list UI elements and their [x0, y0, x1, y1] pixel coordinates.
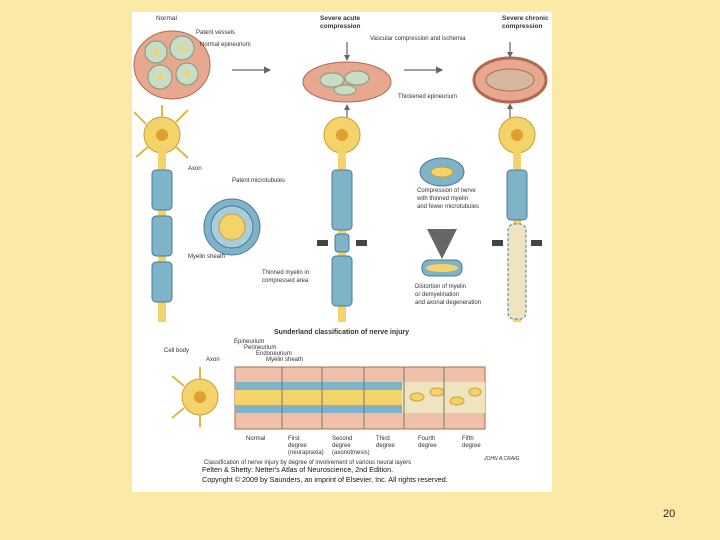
label-distortion-2: or demyelination	[415, 292, 459, 298]
degree-1-line2: degree	[288, 443, 307, 449]
degree-5-line1: Fifth	[462, 436, 474, 442]
degree-2-line2: degree	[332, 443, 351, 449]
credit-line-2: Copyright © 2009 by Saunders, an imprint…	[202, 475, 448, 484]
normal-nerve-cross-section	[133, 30, 211, 100]
label-endoneurium: Endoneurium	[256, 351, 292, 357]
label-axon: Axon	[188, 166, 202, 172]
label-severe-chronic-1: Severe chronic	[502, 15, 549, 22]
label-severe-acute-2: compression	[320, 23, 360, 30]
label-vascular-compression: Vascular compression and ischemia	[370, 36, 466, 42]
figure-credit: Felten & Shetty: Netter's Atlas of Neuro…	[202, 465, 542, 485]
sunderland-caption: Classification of nerve injury by degree…	[204, 460, 411, 466]
degree-2-line1: Second	[332, 436, 352, 442]
label-distortion-3: and axonal degeneration	[415, 300, 481, 306]
label-severe-chronic-2: compression	[502, 23, 542, 30]
figure-drawing: Normal Patent vessels Normal epineurium …	[133, 15, 549, 466]
degree-5-line2: degree	[462, 443, 481, 449]
label-thinned-myelin-2: compressed area	[262, 278, 309, 284]
label-patent-vessels: Patent vessels	[196, 30, 235, 36]
label-severe-acute-1: Severe acute	[320, 15, 360, 22]
label-compression-nerve-1: Compression of nerve	[417, 188, 476, 194]
label-bottom-myelin-sheath: Myelin sheath	[266, 357, 303, 363]
label-myelin-sheath: Myelin sheath	[188, 254, 225, 260]
degree-1-line1: First	[288, 436, 300, 442]
degree-4-line1: Fourth	[418, 436, 435, 442]
chronically-compressed-neuron	[492, 116, 542, 322]
acutely-compressed-neuron	[317, 116, 367, 322]
artist-signature: JOHN A.CRAIG	[483, 456, 519, 462]
chronic-compressed-cross-section	[472, 42, 548, 120]
degree-0-line1: Normal	[246, 436, 265, 442]
nerve-compression-figure: Normal Patent vessels Normal epineurium …	[132, 12, 552, 492]
label-compression-nerve-3: and fewer microtubules	[417, 204, 479, 210]
label-perineurium: Perineurium	[244, 345, 276, 351]
compressed-nerve-detail	[419, 157, 465, 277]
credit-line-1: Felten & Shetty: Netter's Atlas of Neuro…	[202, 465, 394, 474]
label-normal: Normal	[156, 15, 178, 22]
label-thinned-myelin-1: Thinned myelin in	[262, 270, 309, 276]
normal-neuron	[133, 105, 189, 322]
degree-3-line1: Third	[376, 436, 390, 442]
label-patent-microtubules: Patent microtubules	[232, 178, 285, 184]
label-bottom-axon: Axon	[206, 357, 220, 363]
degree-2-line3: (axonotmesis)	[332, 450, 370, 456]
sunderland-nerve-segments	[234, 366, 486, 430]
sunderland-neuron	[171, 367, 219, 427]
label-distortion-1: Distortion of myelin	[415, 284, 466, 290]
label-cell-body: Cell body	[164, 348, 189, 354]
degree-1-line3: (neurapraxia)	[288, 450, 324, 456]
slide-page-number: 20	[663, 508, 676, 520]
label-normal-epineurium: Normal epineurium	[200, 42, 251, 48]
myelinated-axon-cross-section	[203, 198, 261, 256]
degree-4-line2: degree	[418, 443, 437, 449]
sunderland-title: Sunderland classification of nerve injur…	[274, 329, 409, 336]
label-thickened-epineurium: Thickened epineurium	[398, 94, 457, 100]
label-epineurium: Epineurium	[234, 339, 264, 345]
label-compression-nerve-2: with thinned myelin	[416, 196, 468, 202]
acute-compressed-cross-section	[302, 42, 392, 124]
figure-labels: Normal Patent vessels Normal epineurium …	[156, 15, 549, 466]
degree-3-line2: degree	[376, 443, 395, 449]
